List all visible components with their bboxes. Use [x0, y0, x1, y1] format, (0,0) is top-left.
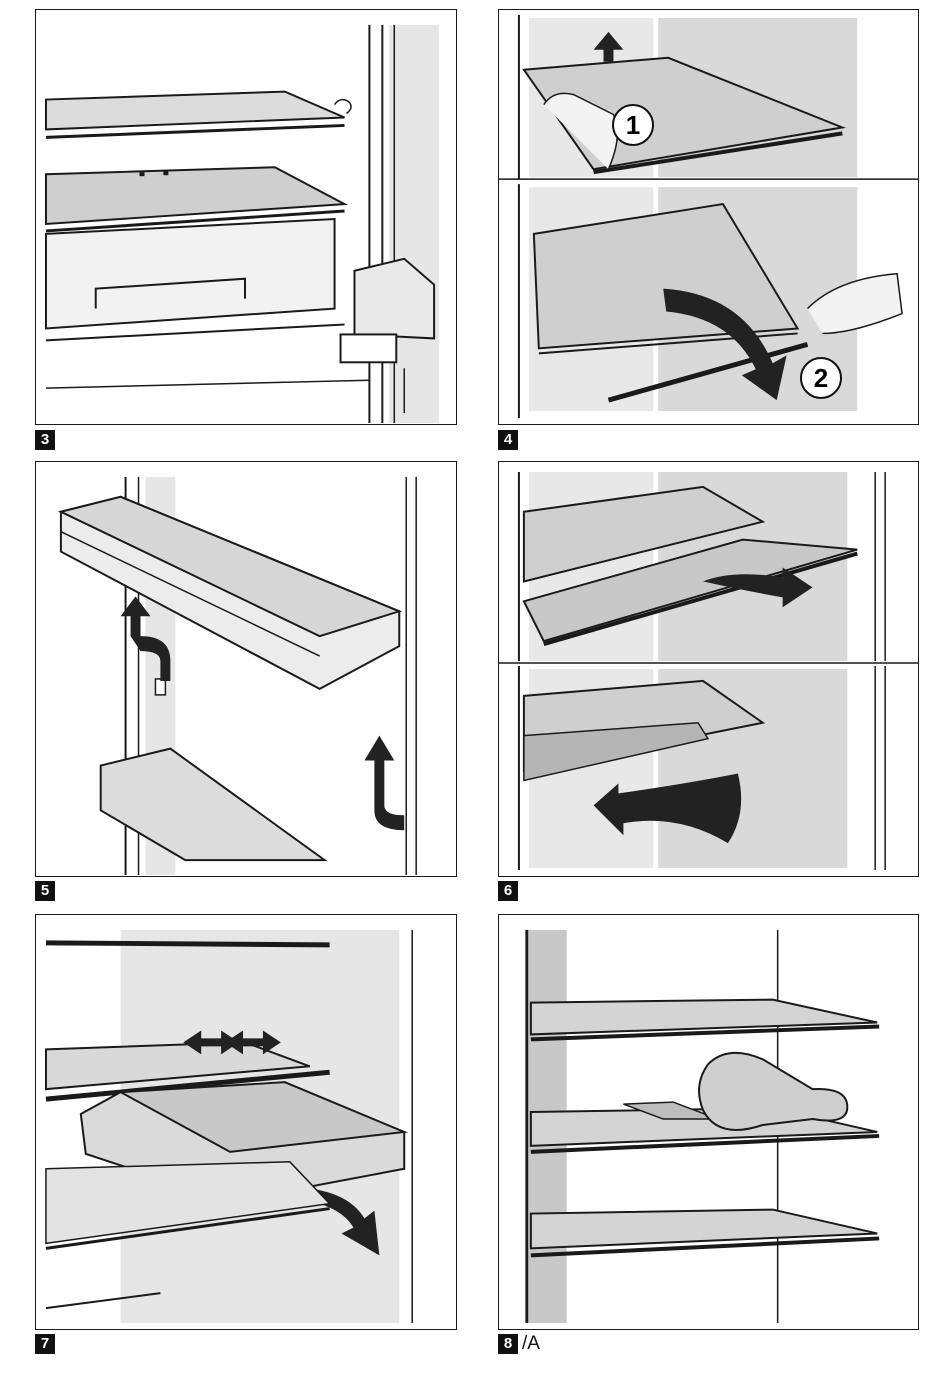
figure-3-number: 3	[35, 430, 55, 450]
figure-3-illustration	[36, 10, 456, 424]
figure-6-panel	[498, 461, 919, 877]
figure-7-illustration	[36, 915, 456, 1329]
figure-4-panel: 1 2	[498, 9, 919, 425]
figure-8-number: 8	[498, 1334, 518, 1354]
figure-8-suffix: /A	[522, 1334, 540, 1354]
figure-5-number: 5	[35, 881, 55, 901]
figure-4-callout-2-label: 2	[814, 363, 828, 393]
figure-7-panel	[35, 914, 457, 1330]
figure-4-illustration	[499, 10, 918, 424]
figure-4-callout-1: 1	[612, 104, 654, 146]
figure-6-illustration	[499, 462, 918, 876]
figure-5-panel	[35, 461, 457, 877]
figure-8-illustration	[499, 915, 918, 1329]
figure-4-callout-1-label: 1	[626, 110, 640, 140]
figure-8-panel	[498, 914, 919, 1330]
figure-4-number: 4	[498, 430, 518, 450]
figure-4-callout-2: 2	[800, 357, 842, 399]
figure-6-number: 6	[498, 881, 518, 901]
figure-7-number: 7	[35, 1334, 55, 1354]
figure-3-panel	[35, 9, 457, 425]
figure-5-illustration	[36, 462, 456, 876]
